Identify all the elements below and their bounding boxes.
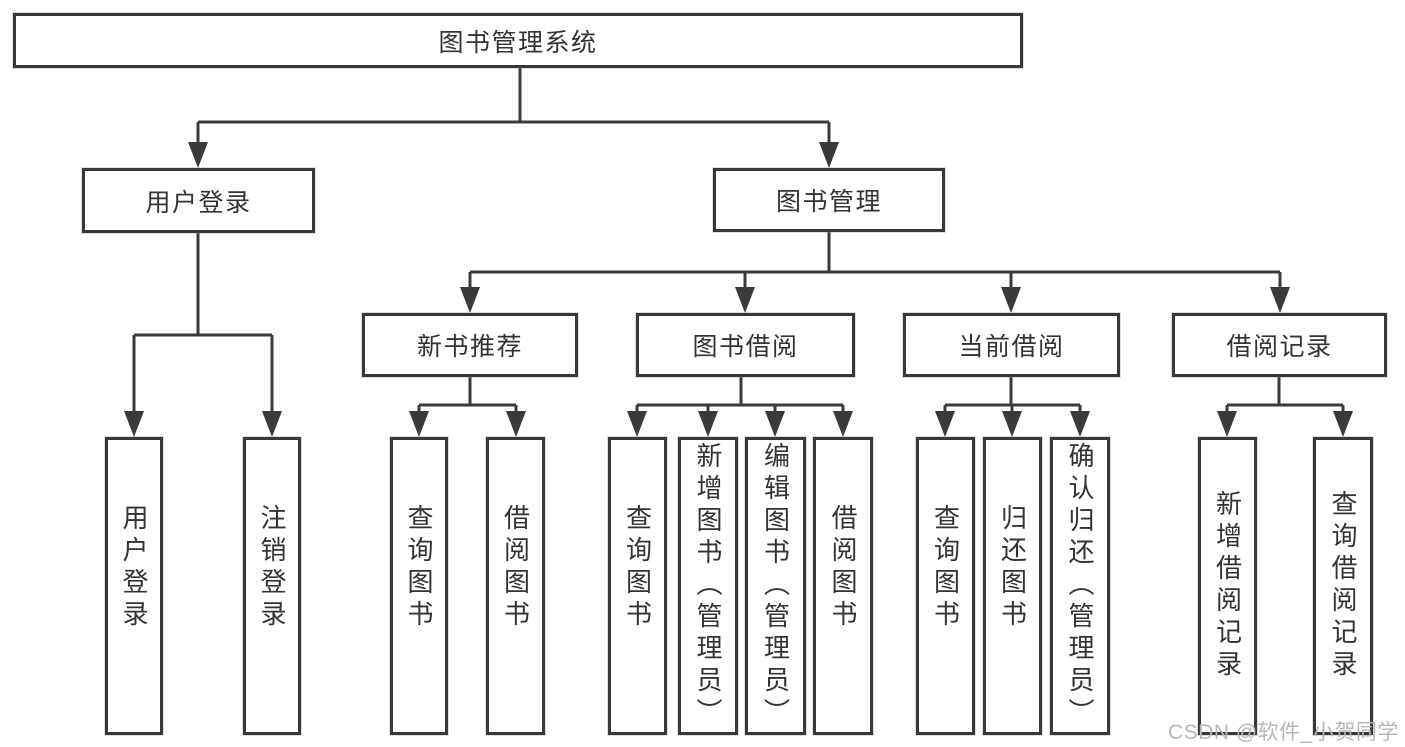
node-label: 图书借阅 [692, 333, 799, 361]
connector-paths [132, 68, 1345, 417]
node-label: 注销登录 [257, 504, 287, 632]
connector-arrowheads [124, 142, 1353, 437]
node-book-management: 图书管理 [713, 168, 945, 232]
node-label: 借阅图书 [828, 504, 858, 632]
arrowhead-icon [506, 411, 526, 437]
arrowhead-icon [1002, 411, 1022, 437]
arrowhead-icon [833, 411, 853, 437]
node-borrowing-records: 借阅记录 [1172, 313, 1387, 377]
node-label: 新书推荐 [416, 333, 523, 361]
node-label: 用户登录 [145, 188, 252, 217]
arrowhead-icon [188, 142, 208, 168]
node-leaf-query-borrow-record: 查询借阅记录 [1313, 437, 1373, 735]
node-leaf-add-books-admin: 新增图书（管理员） [678, 437, 738, 735]
node-label: 图书管理 [775, 188, 882, 216]
arrowhead-icon [1070, 411, 1090, 437]
arrowhead-icon [765, 411, 785, 437]
arrowhead-icon [262, 411, 282, 437]
node-label: 新增借阅记录 [1212, 490, 1243, 682]
node-label: 用户登录 [119, 504, 149, 632]
node-leaf-add-borrow-record: 新增借阅记录 [1198, 437, 1257, 735]
arrowhead-icon [1333, 411, 1353, 437]
arrowhead-icon [460, 287, 480, 313]
node-leaf-query-books-recommend: 查询图书 [390, 437, 448, 735]
node-label: 借阅图书 [500, 504, 531, 632]
node-book-borrowing: 图书借阅 [636, 313, 855, 377]
node-leaf-edit-books-admin: 编辑图书（管理员） [745, 437, 806, 735]
node-label: 查询图书 [404, 504, 434, 632]
node-label: 查询借阅记录 [1328, 490, 1358, 682]
node-leaf-confirm-return-admin: 确认归还（管理员） [1050, 437, 1110, 735]
node-user-login: 用户登录 [82, 168, 315, 233]
arrowhead-icon [819, 142, 839, 168]
arrowhead-icon [1001, 287, 1021, 313]
node-leaf-borrow-books-recommend: 借阅图书 [486, 437, 545, 735]
arrowhead-icon [409, 411, 429, 437]
node-leaf-return-books: 归还图书 [983, 437, 1042, 735]
arrowhead-icon [935, 411, 955, 437]
arrowhead-icon [1217, 411, 1237, 437]
node-leaf-logout-action: 注销登录 [243, 437, 301, 735]
node-label: 确认归还（管理员） [1065, 442, 1095, 730]
node-label: 新增图书（管理员） [693, 442, 723, 730]
node-leaf-borrow-books-borrowing: 借阅图书 [813, 437, 873, 735]
node-label: 查询图书 [622, 504, 653, 632]
node-leaf-query-books-borrowing: 查询图书 [608, 437, 667, 735]
arrowhead-icon [1270, 287, 1290, 313]
node-label: 图书管理系统 [438, 28, 598, 57]
arrowhead-icon [124, 411, 144, 437]
csdn-watermark: CSDN @软件_小贺同学 [1168, 721, 1399, 744]
node-label: 借阅记录 [1226, 333, 1333, 361]
node-label: 查询图书 [930, 504, 961, 632]
node-current-borrowing: 当前借阅 [903, 313, 1120, 377]
node-label: 归还图书 [997, 504, 1028, 632]
node-new-book-recommendation: 新书推荐 [362, 313, 578, 377]
arrowhead-icon [627, 411, 647, 437]
node-library-management-system: 图书管理系统 [13, 13, 1023, 68]
arrowhead-icon [698, 411, 718, 437]
node-leaf-user-login-action: 用户登录 [105, 437, 163, 735]
node-label: 当前借阅 [958, 333, 1065, 361]
node-leaf-query-books-current: 查询图书 [916, 437, 975, 735]
node-label: 编辑图书（管理员） [760, 442, 791, 730]
arrowhead-icon [735, 287, 755, 313]
